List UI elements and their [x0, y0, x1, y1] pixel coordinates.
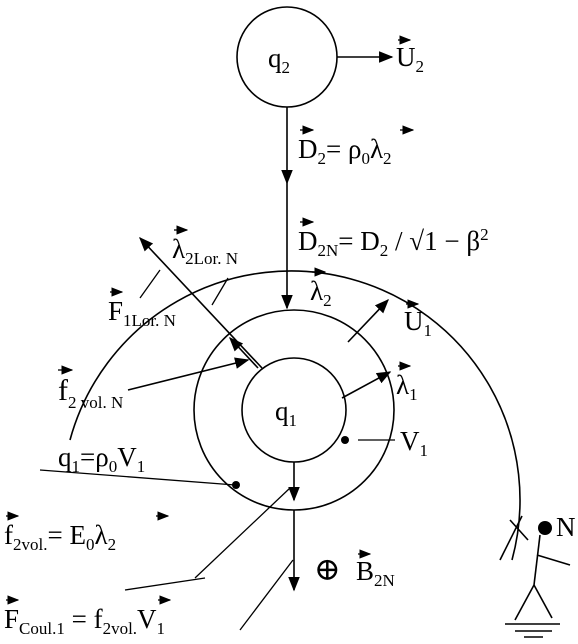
- outer-field-arc: [69, 270, 521, 561]
- label-U1: U1: [404, 306, 432, 340]
- FCoul-leader: [239, 559, 294, 631]
- label-D2N: D2N= D2 / √1 − β2: [298, 225, 489, 260]
- observer-figure: [499, 515, 571, 638]
- label-D2: D2= ρ0λ2: [298, 134, 392, 168]
- label-B2N: B2N: [356, 556, 395, 590]
- F1LorN-leader-b: [211, 277, 229, 306]
- label-lambda2LorN: λ2Lor. N: [172, 234, 238, 268]
- q1eq-dot: [232, 481, 240, 489]
- U1-arrow: [347, 298, 389, 343]
- label-f2volN: f2 vol. N: [58, 374, 123, 412]
- f2vol-leader-b: [124, 577, 206, 591]
- f2volN-arrow: [127, 357, 250, 391]
- q1eq-underline: [39, 469, 236, 486]
- label-N: N: [556, 512, 576, 542]
- lambda1-arrow: [341, 371, 392, 399]
- label-lambda1: λ1: [396, 370, 418, 404]
- label-FCoul-equation: FCoul.1 = f2vol.V1: [4, 604, 165, 638]
- label-V1: V1: [400, 426, 428, 460]
- label-f2vol-equation: f2vol.= E0λ2: [4, 520, 116, 554]
- label-B2N-symbol: ⊕: [314, 551, 341, 587]
- label-lambda2: λ2: [310, 276, 332, 310]
- q2-charge-circle: [236, 6, 338, 108]
- label-q1: q1: [275, 396, 297, 430]
- label-q1-equation: q1=ρ0V1: [58, 442, 145, 476]
- label-q2: q2: [268, 43, 290, 77]
- f2vol-leader-a: [194, 487, 291, 579]
- label-U2: U2: [396, 42, 424, 76]
- V1-dot: [341, 436, 349, 444]
- F1LorN-leader-a: [139, 269, 161, 299]
- label-F1LorN: F1Lor. N: [108, 296, 176, 330]
- F1LorN-arrow: [229, 336, 259, 369]
- q1-charge-circle: [241, 357, 347, 463]
